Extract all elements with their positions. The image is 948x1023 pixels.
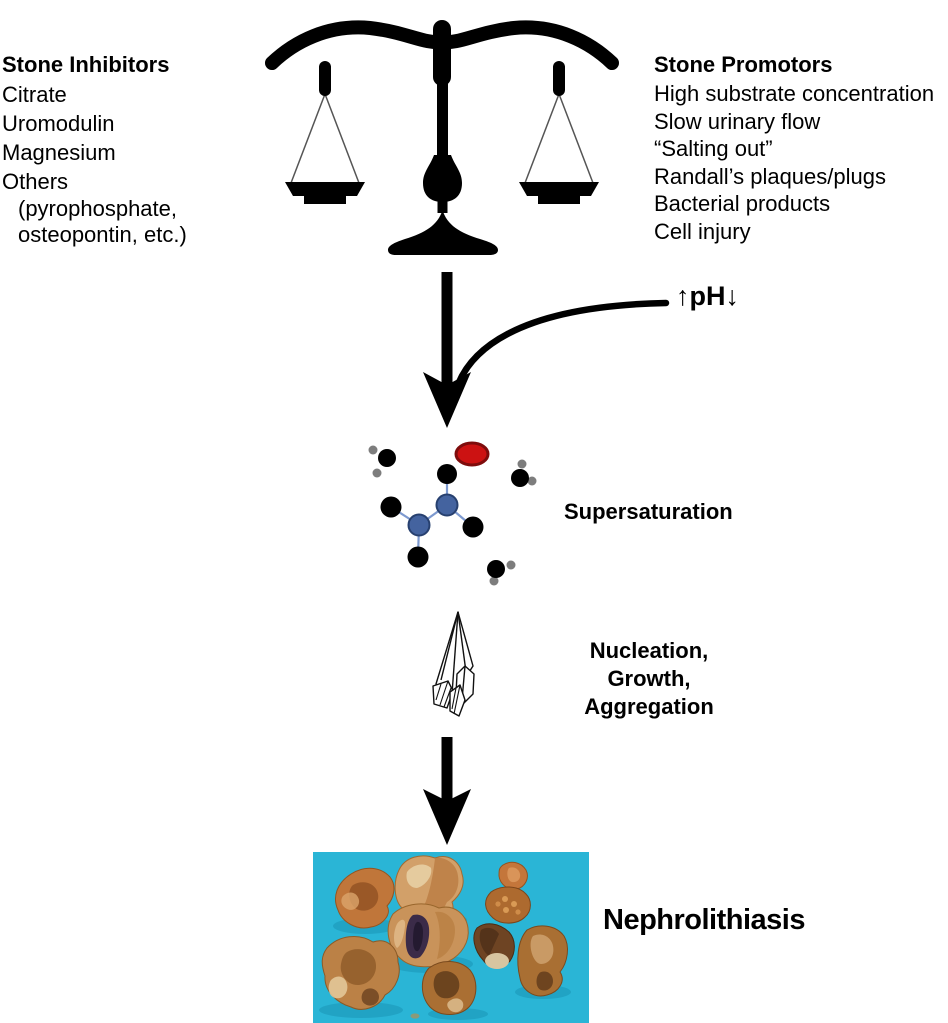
balance-scale-icon	[265, 20, 619, 255]
promotor-item: “Salting out”	[654, 136, 773, 161]
inhibitor-item: Citrate	[2, 82, 67, 107]
promotor-item: Slow urinary flow	[654, 108, 821, 134]
water-cluster	[511, 459, 537, 487]
molecule-bonds	[390, 474, 474, 558]
scale-wires	[290, 93, 594, 184]
inhibitor-item: Others	[2, 169, 69, 194]
nucleation-label: Nucleation, Growth, Aggregation	[558, 637, 740, 721]
inhibitor-item: Magnesium	[2, 140, 116, 165]
central-molecule	[380, 464, 484, 568]
kidney-stones-photo	[313, 852, 589, 1023]
nucleation-line: Aggregation	[584, 694, 714, 719]
supersaturation-molecules-icon	[368, 441, 537, 586]
water-cluster	[368, 445, 396, 478]
nucleation-line: Growth,	[607, 666, 691, 691]
stone-promotors-title: Stone Promotors	[654, 52, 833, 77]
inhibitor-item: Uromodulin	[2, 111, 115, 136]
stone-promotors-list: Stone Promotors High substrate concentra…	[654, 50, 948, 245]
stones	[321, 855, 568, 1019]
red-ion	[454, 441, 490, 467]
supersaturation-label: Supersaturation	[564, 499, 733, 524]
stone-inhibitors-title: Stone Inhibitors	[2, 52, 170, 77]
promotor-item: Randall’s plaques/plugs	[654, 163, 886, 189]
down-arrow-icon	[423, 737, 471, 845]
ph-curve-connector	[450, 299, 670, 402]
crystal-icon	[432, 611, 475, 717]
ph-label: ↑pH↓	[676, 281, 739, 311]
water-cluster	[487, 560, 516, 586]
promotor-item: Cell injury	[654, 218, 751, 244]
scale-body	[265, 20, 619, 255]
stone-inhibitors-list: Stone Inhibitors Citrate Uromodulin Magn…	[2, 50, 272, 248]
promotor-item: Bacterial products	[654, 191, 831, 216]
inhibitor-item-parenthetical: osteopontin, etc.)	[18, 222, 187, 247]
promotor-item: High substrate concentration	[654, 81, 935, 106]
inhibitor-item-parenthetical: (pyrophosphate,	[18, 196, 177, 221]
nucleation-line: Nucleation,	[589, 638, 709, 663]
nephrolithiasis-label: Nephrolithiasis	[603, 904, 806, 936]
